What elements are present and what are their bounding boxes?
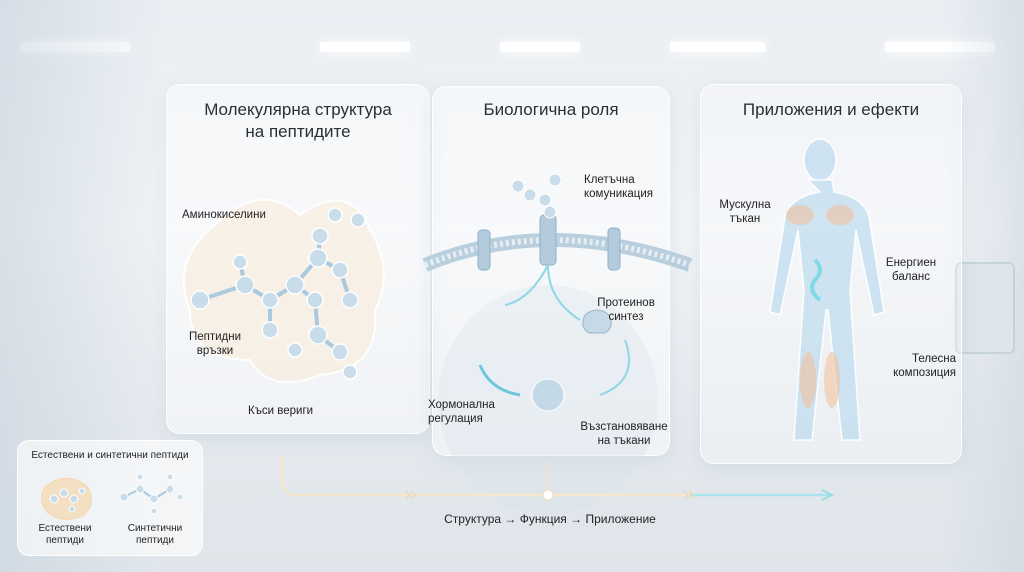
label-line: на тъкани — [597, 435, 651, 447]
label-energy-balance: Енергиен баланс — [878, 256, 944, 284]
label-line: пептиди — [46, 535, 84, 546]
label-hormonal-regulation: Хормонална регулация — [428, 398, 495, 426]
natural-peptide-icon — [41, 477, 92, 520]
label-line: връзки — [196, 345, 234, 357]
panel-title: Приложения и ефекти — [742, 100, 920, 119]
label-line: Пептидни — [188, 331, 242, 343]
panel-title: Молекулярна структура — [204, 100, 392, 119]
label-line: тъкан — [729, 213, 761, 225]
label-short-chains: Къси вериги — [248, 405, 314, 417]
label-cell-communication: Клетъчна комуникация — [584, 173, 653, 201]
label-muscle-tissue: Мускулна тъкан — [712, 198, 778, 226]
label-body-composition: Телесна композиция — [870, 352, 956, 380]
label-line: Възстановяване — [580, 421, 668, 433]
label-line: комуникация — [584, 188, 654, 200]
label-line: синтез — [608, 311, 644, 323]
legend-natural-synthetic: Естествени и синтетични пептиди Естестве… — [17, 440, 203, 556]
legend-title: Естествени и синтетични пептиди — [31, 450, 189, 461]
label-line: Протеинов — [597, 297, 655, 309]
label-line: композиция — [893, 367, 956, 379]
label-line: Клетъчна — [584, 174, 635, 186]
label-amino-acids: Аминокиселини — [182, 209, 266, 221]
label-line: баланс — [892, 271, 930, 283]
flow-caption: Структура → Функция → Приложение — [444, 512, 656, 526]
label-line: регулация — [428, 413, 483, 425]
label-line: Мускулна — [719, 199, 771, 211]
panel-title: Биологична роля — [483, 100, 619, 119]
label-line: пептиди — [136, 535, 174, 546]
label-line: Хормонална — [428, 399, 495, 411]
label-line: Естествени — [38, 523, 92, 534]
label-protein-synthesis: Протеинов синтез — [588, 296, 664, 324]
label-line: Синтетични — [127, 523, 183, 534]
label-line: Енергиен — [885, 257, 937, 269]
label-peptide-bonds: Пептидни връзки — [182, 330, 248, 358]
label-line: Телесна — [912, 353, 956, 365]
panel-title-line2: на пептидите — [245, 122, 351, 141]
synthetic-peptide-icon — [119, 473, 184, 515]
label-tissue-repair: Възстановяване на тъкани — [574, 420, 674, 448]
